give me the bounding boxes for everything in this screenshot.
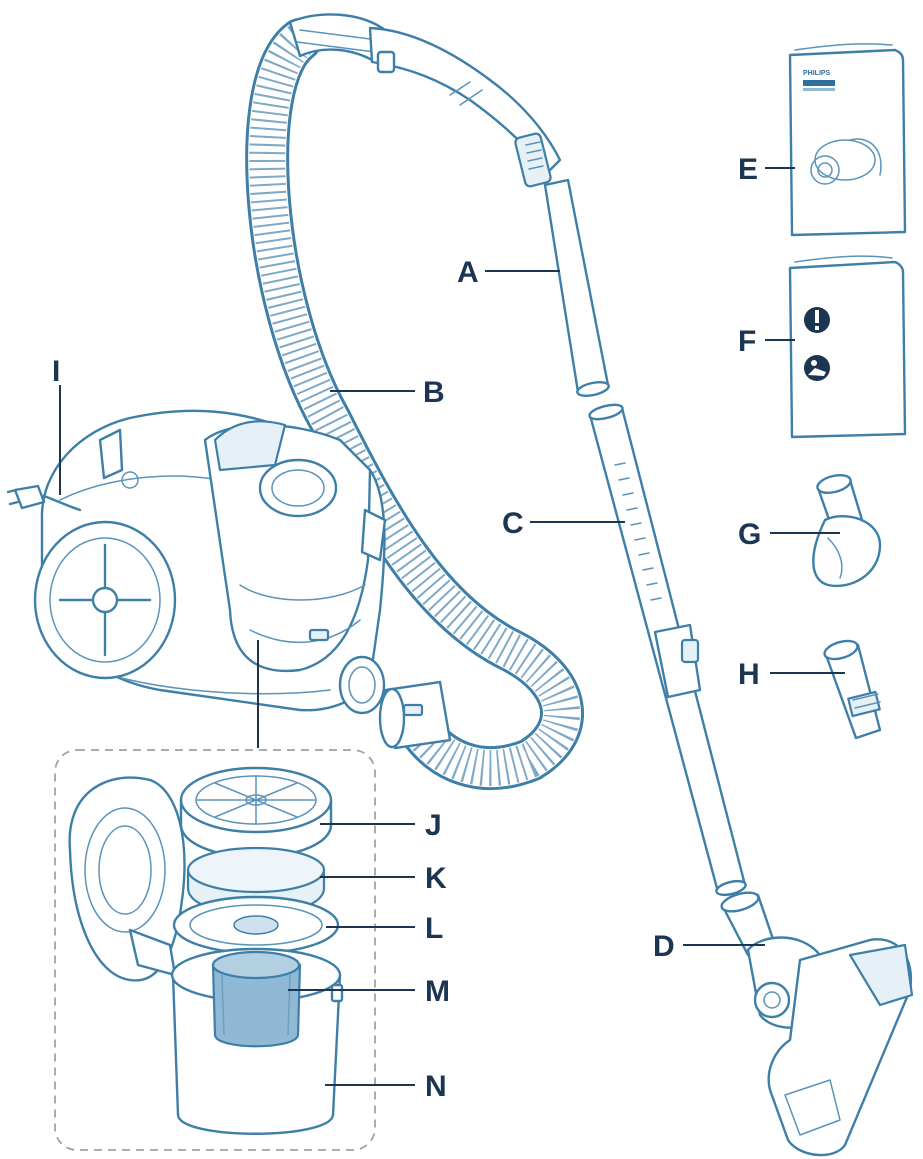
label-n: N: [425, 1070, 447, 1103]
leader-lines: [59, 167, 845, 1086]
manual-brand-text: PHILIPS: [803, 70, 831, 77]
label-a: A: [457, 256, 479, 289]
manual-brand-bar-light: [803, 88, 835, 91]
hose: [245, 13, 584, 790]
label-c: C: [502, 507, 524, 540]
filter-j: [179, 766, 333, 859]
label-e: E: [738, 153, 758, 186]
tool-g: [812, 474, 882, 588]
handle: [368, 26, 562, 188]
filter-l: [172, 895, 340, 955]
floor-nozzle-d: [720, 891, 914, 1157]
safety-booklet-f: [788, 255, 907, 439]
label-i: I: [52, 355, 60, 388]
power-plug-i: [6, 484, 82, 512]
cyclone-lid: [68, 776, 186, 982]
tool-h: [823, 639, 882, 740]
user-manual-e: PHILIPS: [788, 43, 907, 237]
vacuum-body: [33, 409, 452, 750]
warning-icon: [804, 307, 830, 333]
label-h: H: [738, 658, 760, 691]
label-m: M: [425, 975, 450, 1008]
filter-m: [211, 950, 302, 1048]
read-manual-icon: [804, 355, 830, 381]
label-k: K: [425, 862, 447, 895]
tube-c: [588, 403, 747, 897]
wand-a: [543, 178, 610, 397]
label-d: D: [653, 930, 675, 963]
label-g: G: [738, 518, 761, 551]
label-f: F: [738, 325, 756, 358]
filter-assembly-box: [54, 640, 376, 1151]
label-j: J: [425, 809, 442, 842]
label-b: B: [423, 376, 445, 409]
part-labels: A B C D E F G H I J K L M N: [52, 153, 761, 1103]
label-l: L: [425, 912, 443, 945]
manual-brand-bar: [803, 80, 835, 86]
